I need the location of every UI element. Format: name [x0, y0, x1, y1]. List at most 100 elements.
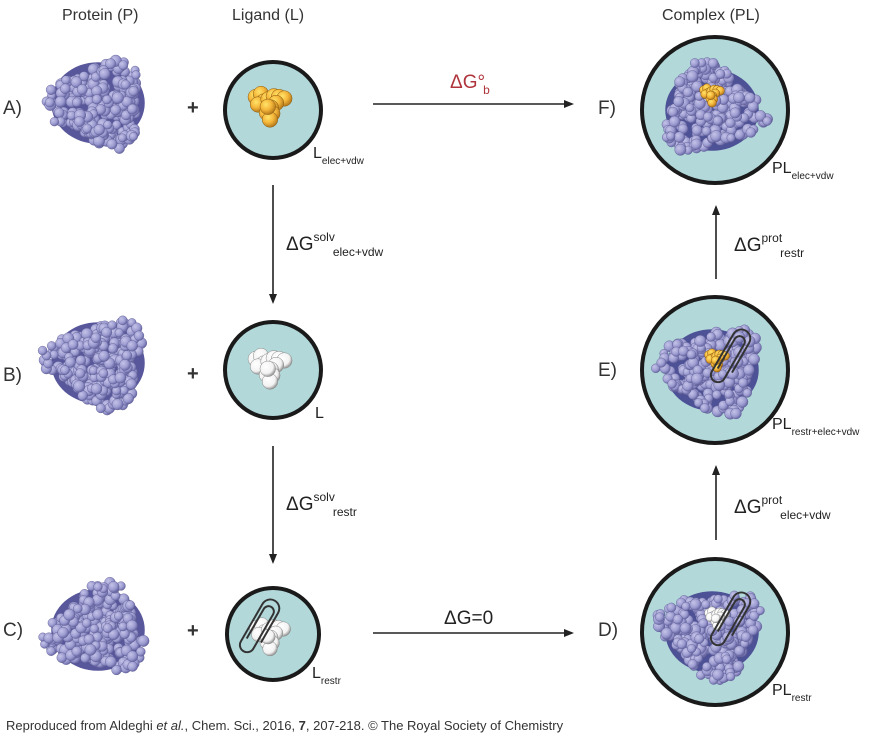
protein-atom — [137, 635, 150, 647]
transition-label-d-to-e: ΔGprotelec+vdw — [734, 493, 831, 522]
row-label-e: E) — [598, 360, 617, 381]
protein-atom — [126, 619, 138, 632]
protein-atom — [54, 107, 65, 119]
state-label-a: Lelec+vdw — [313, 145, 364, 167]
protein-atom — [721, 654, 732, 664]
protein-atom — [724, 389, 734, 399]
protein-atom — [666, 131, 676, 141]
protein-structure-b — [37, 315, 147, 416]
state-label-c: Lrestr — [312, 665, 341, 687]
plus-sign-b: + — [187, 363, 199, 385]
protein-atom — [726, 133, 736, 143]
protein-atom — [111, 398, 124, 411]
protein-atom — [118, 133, 127, 143]
protein-atom — [125, 378, 137, 390]
paperclip-restraint-icon-e — [709, 328, 752, 384]
header-ligand: Ligand (L) — [232, 7, 305, 24]
protein-atom — [125, 600, 136, 611]
transition-label-a-to-f: ΔG°b — [450, 72, 490, 97]
protein-atom — [110, 104, 122, 116]
header-complex: Complex (PL) — [662, 7, 760, 24]
protein-atom — [755, 606, 765, 615]
transition-label-c-to-d: ΔG=0 — [444, 608, 494, 629]
plus-sign-a: + — [187, 97, 199, 119]
protein-atom — [673, 95, 685, 107]
protein-atom — [656, 357, 667, 368]
ligand-f — [699, 83, 725, 108]
protein-atom — [56, 652, 67, 663]
protein-atom — [701, 599, 711, 610]
protein-atom — [91, 94, 102, 105]
ligand-d — [704, 606, 730, 631]
protein-atom — [106, 138, 118, 150]
protein-atom — [686, 70, 699, 83]
protein-atom — [687, 659, 698, 670]
protein-atom — [691, 372, 704, 385]
protein-atom — [46, 646, 56, 656]
protein-atom — [114, 372, 127, 384]
protein-atom — [107, 343, 119, 354]
ligand-atom — [706, 90, 716, 101]
protein-atom — [118, 60, 129, 71]
protein-atom — [102, 623, 113, 634]
protein-atom — [49, 117, 60, 127]
source-caption: Reproduced from Aldeghi et al., Chem. Sc… — [6, 718, 564, 733]
row-label-a: A) — [3, 98, 22, 119]
protein-atom — [63, 608, 76, 621]
protein-atom — [129, 132, 138, 141]
protein-atom — [708, 58, 719, 69]
transition-label-b-to-c: ΔGsolvrestr — [286, 490, 357, 519]
protein-atom — [706, 332, 716, 342]
protein-structure-f — [661, 57, 773, 156]
protein-atom — [729, 107, 741, 119]
protein-atom — [666, 602, 677, 613]
protein-atom — [713, 594, 723, 604]
protein-atom — [73, 603, 83, 614]
protein-atom — [98, 350, 110, 362]
protein-atom — [114, 328, 124, 338]
row-label-c: C) — [3, 620, 24, 641]
protein-atom — [701, 126, 712, 136]
protein-atom — [676, 638, 688, 650]
protein-atom — [107, 581, 120, 593]
protein-atom — [60, 365, 70, 375]
protein-atom — [734, 645, 745, 657]
protein-atom — [61, 75, 71, 85]
protein-atom — [103, 120, 113, 130]
protein-atom — [128, 86, 139, 97]
protein-atom — [712, 668, 724, 681]
protein-atom — [71, 646, 83, 657]
ligand-atom — [259, 98, 276, 115]
protein-atom — [703, 111, 713, 122]
protein-atom — [37, 345, 48, 356]
protein-atom — [133, 330, 145, 341]
protein-atom — [702, 367, 713, 378]
protein-atom — [749, 610, 760, 621]
paperclip-restraint-icon-c — [238, 598, 281, 654]
protein-atom — [81, 618, 92, 628]
protein-atom — [686, 349, 697, 360]
row-label-f: F) — [598, 98, 616, 119]
state-label-d: PLrestr — [772, 682, 812, 704]
protein-atom — [693, 398, 704, 408]
transition-label-e-to-f: ΔGprotrestr — [734, 231, 805, 260]
protein-atom — [102, 94, 112, 105]
state-label-b: L — [315, 405, 324, 422]
protein-atom — [126, 340, 138, 352]
protein-atom — [135, 646, 146, 657]
protein-atom — [118, 621, 128, 632]
protein-atom — [122, 392, 134, 405]
protein-atom — [690, 58, 700, 68]
protein-atom — [126, 650, 139, 662]
row-label-b: B) — [3, 365, 22, 386]
protein-atom — [90, 383, 103, 395]
protein-atom — [660, 627, 673, 640]
protein-atom — [127, 103, 138, 115]
protein-atom — [121, 350, 133, 361]
protein-atom — [119, 359, 131, 371]
protein-atom — [78, 71, 89, 82]
protein-atom — [67, 339, 79, 350]
protein-atom — [84, 643, 97, 656]
protein-atom — [44, 97, 55, 108]
